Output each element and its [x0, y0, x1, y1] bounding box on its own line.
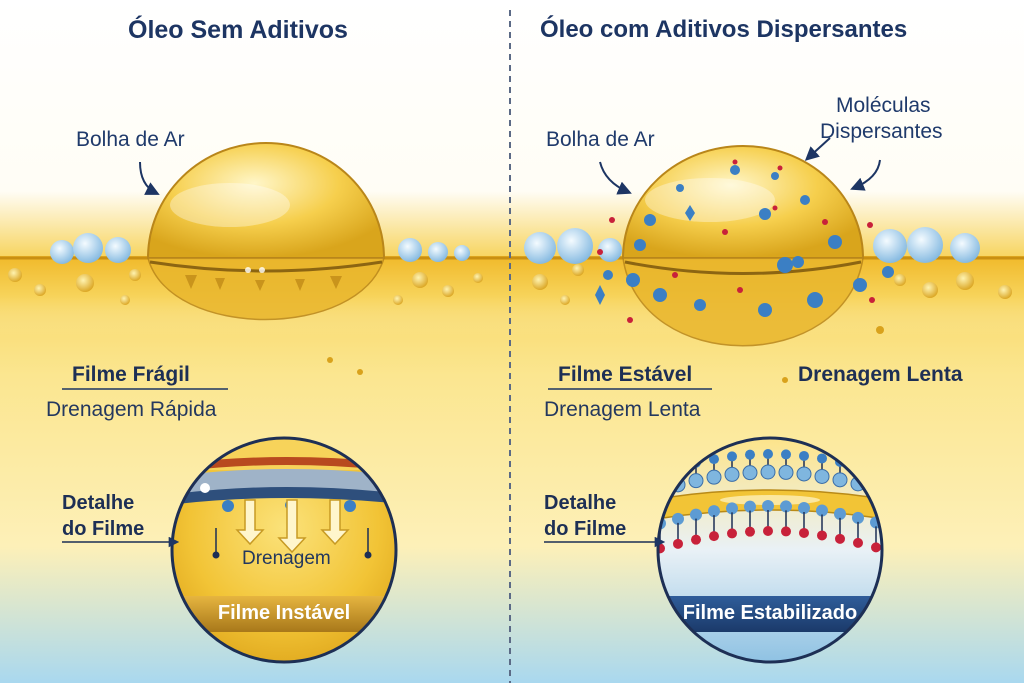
label-bubble-right: Bolha de Ar: [546, 128, 655, 151]
molecule-bottom: [780, 500, 792, 537]
molecule-top: [706, 454, 722, 485]
detail-left-line2: do Filme: [62, 518, 145, 540]
label-film-left: Filme Frágil: [72, 363, 190, 386]
molecule-bottom: [744, 500, 756, 537]
air-bubble-right: [621, 145, 865, 347]
dispersant-molecules-bubble: [595, 159, 894, 323]
oil-droplets: [8, 264, 1012, 383]
arrow-bubble-left: [139, 161, 160, 195]
arrow-molecules-top: [804, 137, 831, 161]
molecule-bottom: [690, 508, 702, 545]
molecule-bottom: [672, 512, 684, 549]
arrow-molecules-side: [850, 159, 881, 191]
label-drain-inner: Drenagem: [242, 548, 331, 569]
label-drain-side-right: Drenagem Lenta: [798, 363, 963, 386]
film-detail-lens-right: [656, 436, 884, 664]
molecule-top: [724, 451, 740, 482]
molecule-bottom: [726, 502, 738, 539]
arrow-bubble-right: [599, 161, 632, 195]
air-bubble-left: [146, 142, 386, 321]
title-left: Óleo Sem Aditivos: [128, 16, 348, 44]
label-molecules-line2: Dispersantes: [820, 120, 943, 143]
molecule-top: [778, 449, 794, 480]
label-drain-right: Drenagem Lenta: [544, 398, 701, 421]
molecule-top: [796, 450, 812, 482]
molecule-top: [742, 449, 758, 481]
detail-left-line1: Detalhe: [62, 492, 135, 514]
surface-bubbles-right: [524, 227, 980, 264]
molecule-bottom: [708, 505, 720, 542]
molecule-bottom: [762, 500, 774, 537]
detail-right-line2: do Filme: [544, 518, 627, 540]
detail-right-line1: Detalhe: [544, 492, 617, 514]
molecule-top: [760, 449, 776, 480]
label-drain-left: Drenagem Rápida: [46, 398, 217, 421]
label-molecules-line1: Moléculas: [836, 94, 931, 117]
label-film-right: Filme Estável: [558, 363, 693, 386]
title-right: Óleo com Aditivos Dispersantes: [540, 16, 908, 43]
bar-label-left: Filme Instável: [217, 602, 351, 624]
molecule-top: [814, 453, 830, 484]
surface-bubbles-left: [50, 233, 470, 264]
molecule-bottom: [798, 501, 810, 538]
bar-label-right: Filme Estabilizado: [682, 602, 858, 624]
label-detail-left: Detalhe do Filme: [62, 490, 144, 542]
molecule-bottom: [816, 504, 828, 541]
label-bubble-left: Bolha de Ar: [76, 128, 185, 151]
molecule-bottom: [834, 507, 846, 544]
label-detail-right: Detalhe do Filme: [544, 490, 626, 542]
molecule-bottom: [852, 511, 864, 548]
